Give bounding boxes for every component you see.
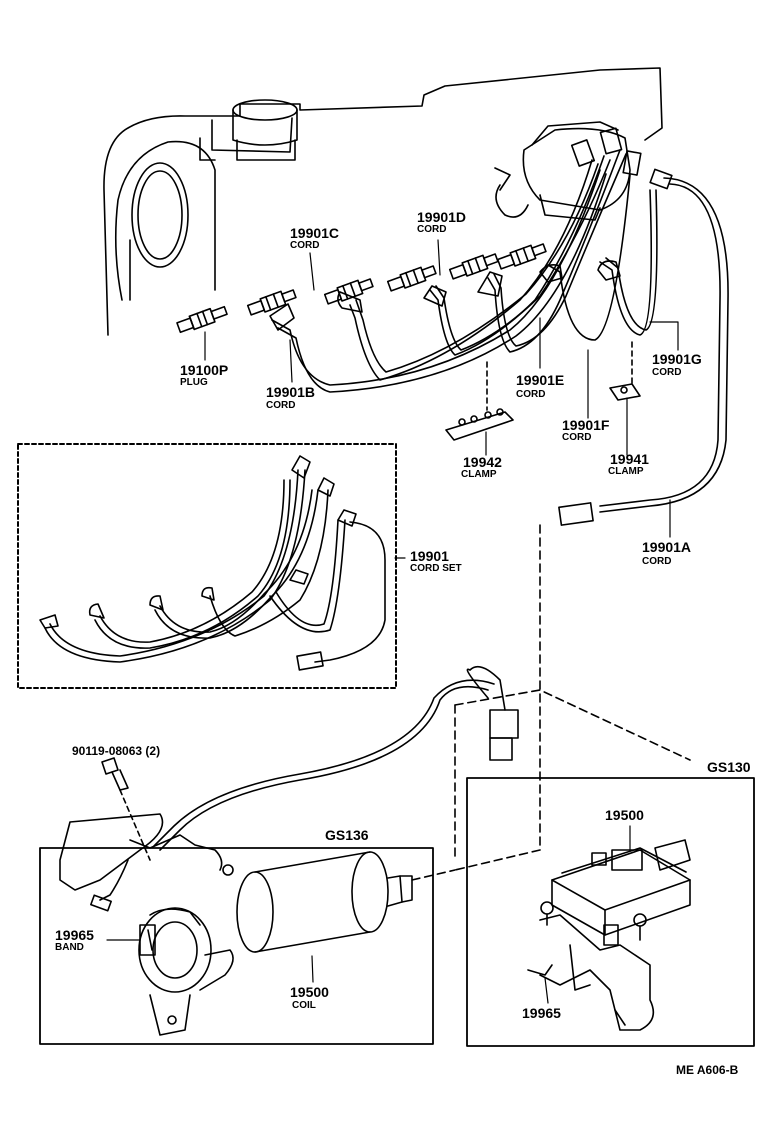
label-19941-clamp: CLAMP xyxy=(608,466,644,477)
label-19965-band-name: BAND xyxy=(55,942,84,953)
label-gs136: GS136 xyxy=(325,827,369,843)
label-19901b: 19901B xyxy=(266,384,316,400)
label-19100p: 19100P xyxy=(180,362,229,378)
label-19942: 19942 xyxy=(463,454,502,470)
cord-set-box xyxy=(17,443,397,689)
label-19901c-cord: CORD xyxy=(290,240,320,251)
coil-harness xyxy=(153,502,691,881)
label-19500-coil-name: COIL xyxy=(292,1000,316,1011)
label-bolt: 90119-08063 (2) xyxy=(72,744,161,758)
label-19941: 19941 xyxy=(610,451,649,467)
label-19901e-cord: CORD xyxy=(516,389,546,400)
gs130-box xyxy=(466,777,755,1047)
plug-cords xyxy=(269,149,729,513)
spark-plugs xyxy=(176,243,547,334)
label-19901a-cord: CORD xyxy=(642,556,672,567)
leader-lines xyxy=(106,239,679,1004)
label-19901d: 19901D xyxy=(417,209,467,225)
label-19901f-cord: CORD xyxy=(562,432,592,443)
label-19901b-cord: CORD xyxy=(266,400,296,411)
label-19942-clamp: CLAMP xyxy=(461,469,497,480)
distributor xyxy=(494,121,673,221)
label-19500-gs130: 19500 xyxy=(605,807,644,823)
label-19901e: 19901E xyxy=(516,372,565,388)
drawing-reference: ME A606-B xyxy=(676,1063,739,1077)
label-19100p-plug: PLUG xyxy=(180,377,208,388)
label-19901: 19901 xyxy=(410,548,449,564)
label-19901f: 19901F xyxy=(562,417,610,433)
engine-block xyxy=(103,67,663,336)
label-19901g: 19901G xyxy=(652,351,702,367)
label-gs130: GS130 xyxy=(707,759,751,775)
label-19965-band: 19965 xyxy=(55,927,94,943)
label-19901g-cord: CORD xyxy=(652,367,682,378)
label-19965-gs130: 19965 xyxy=(522,1005,561,1021)
label-19901a: 19901A xyxy=(642,539,692,555)
gs136-box xyxy=(39,813,434,1045)
clamps xyxy=(445,341,641,441)
label-19901d-cord: CORD xyxy=(417,224,447,235)
label-19500-coil: 19500 xyxy=(290,984,329,1000)
label-19901-cord-set: CORD SET xyxy=(410,563,462,574)
label-19901c: 19901C xyxy=(290,225,340,241)
